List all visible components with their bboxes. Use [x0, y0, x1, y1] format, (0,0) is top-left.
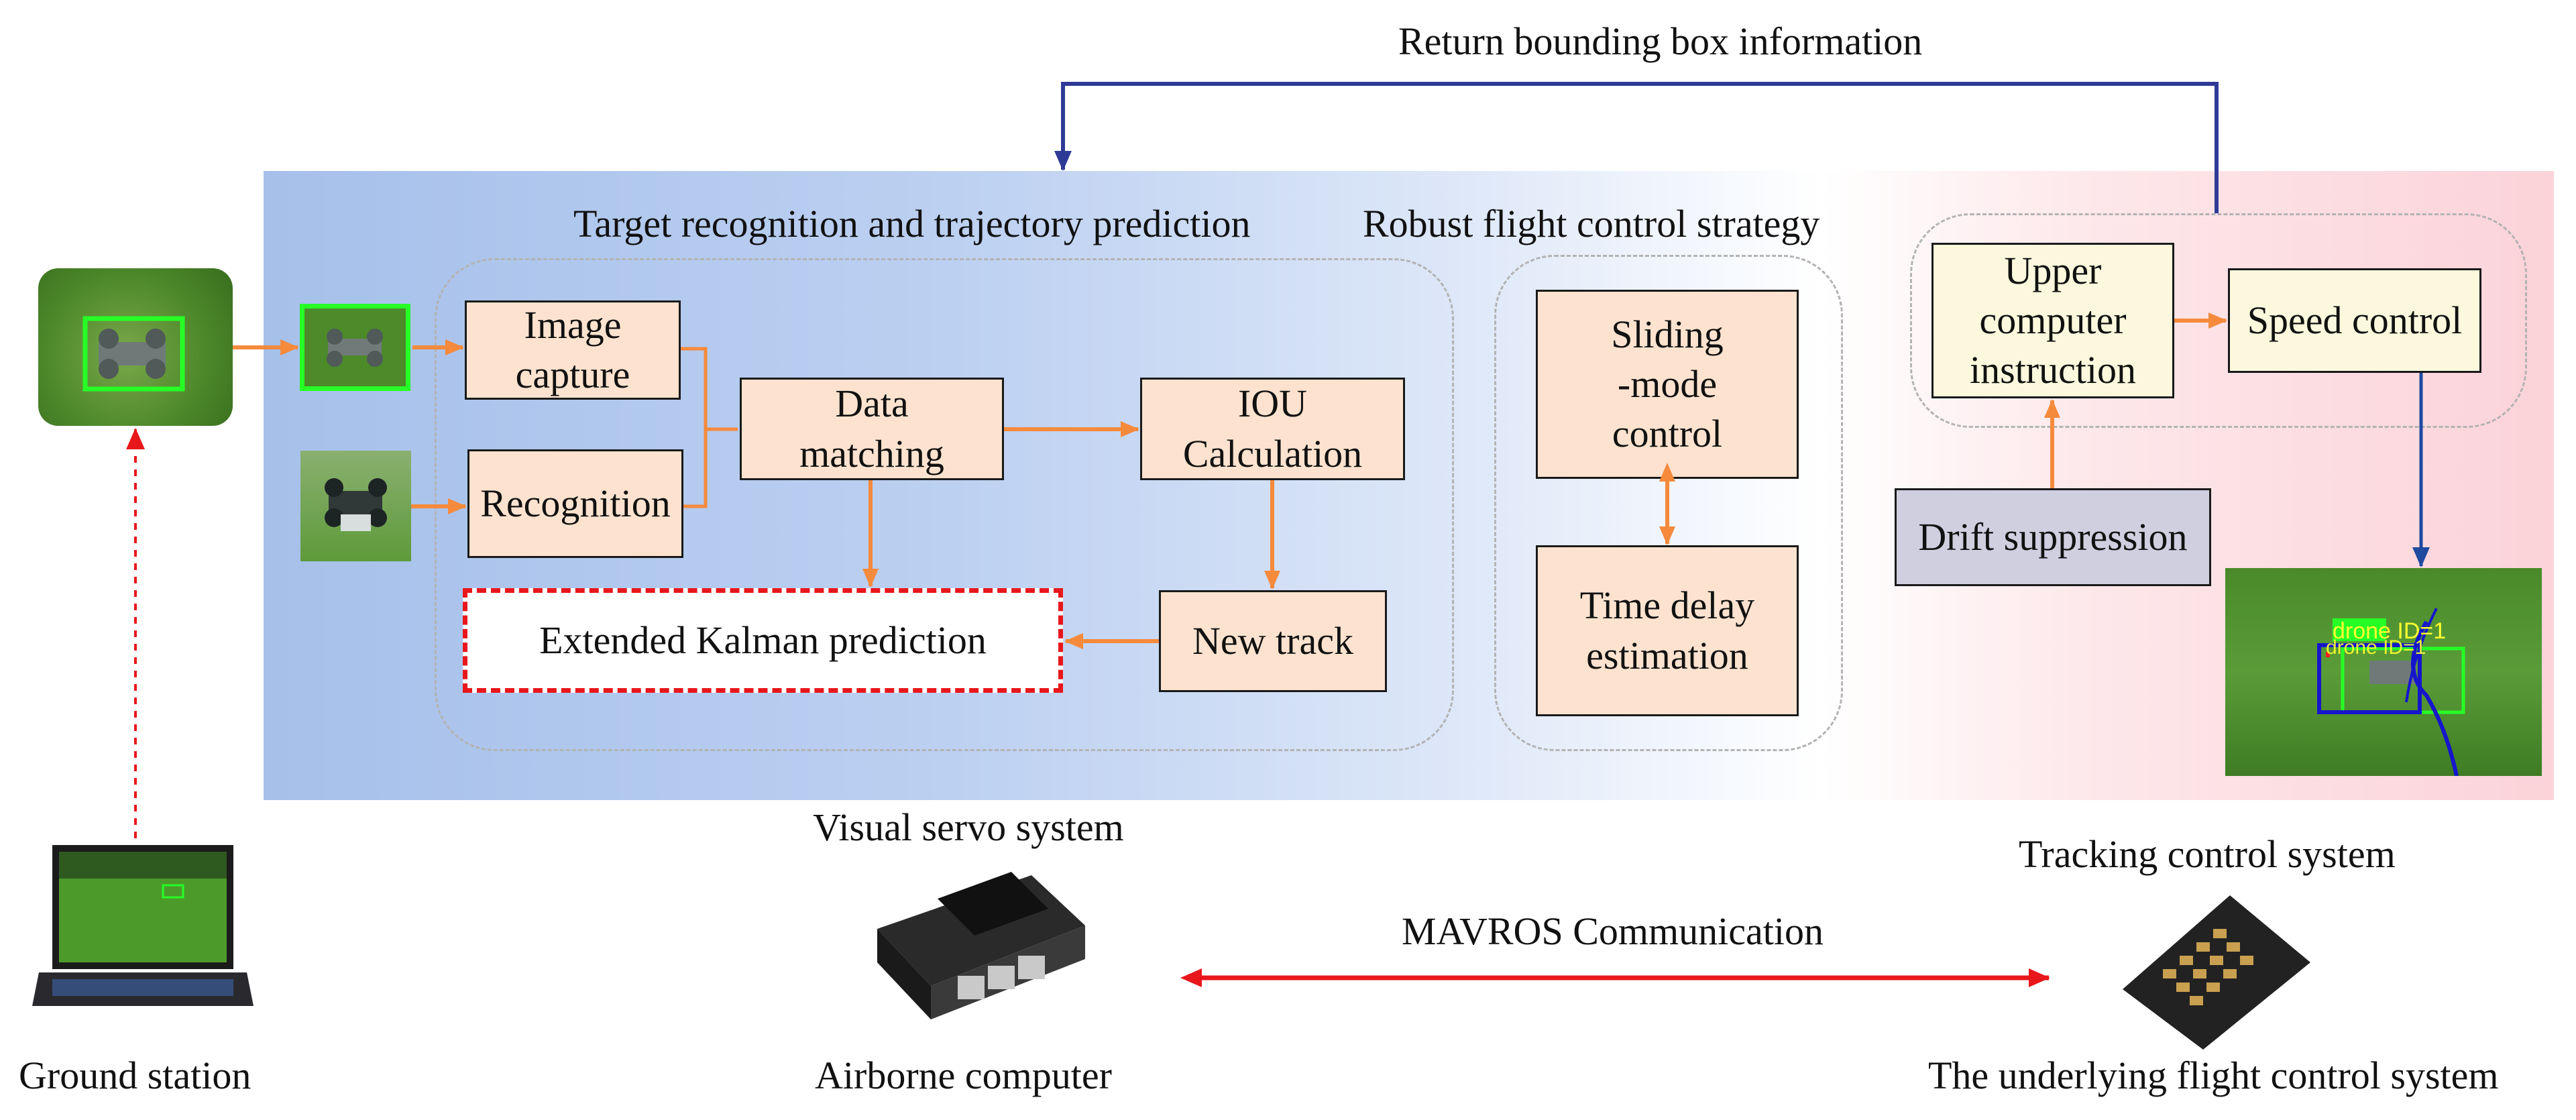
speed-control-node: Speed control: [2228, 268, 2481, 373]
tracking-control-group: [1910, 213, 2527, 428]
data-matching-node: Data matching: [740, 378, 1004, 480]
drone-detection-icon: [82, 316, 185, 392]
tracking-control-label: Tracking control system: [2019, 832, 2396, 876]
detection-label-2: drone ID=1: [2326, 636, 2426, 659]
flight-controller-icon: [2116, 889, 2317, 1053]
airborne-computer-icon: [857, 862, 1095, 1033]
drone-photo-large: [38, 268, 233, 426]
feedback-label: Return bounding box information: [1398, 19, 1923, 63]
detection-label-1: drone ID=1: [2333, 618, 2446, 644]
drone-thumbnail-recognition: [300, 451, 411, 561]
section-title-target-recognition: Target recognition and trajectory predic…: [573, 202, 1251, 245]
visual-servo-label: Visual servo system: [813, 805, 1124, 849]
upper-computer-node: Upper computer instruction: [1931, 243, 2174, 398]
mavros-label: MAVROS Communication: [1402, 909, 1824, 953]
tracking-result-photo: drone ID=1 drone ID=1: [2225, 568, 2542, 776]
recognition-node: Recognition: [467, 449, 683, 558]
ground-station-label: Ground station: [19, 1054, 251, 1097]
drift-suppression-node: Drift suppression: [1895, 488, 2211, 586]
section-title-robust-control: Robust flight control strategy: [1363, 202, 1820, 245]
image-capture-node: Image capture: [465, 300, 681, 400]
time-delay-node: Time delay estimation: [1536, 545, 1799, 716]
robust-control-group: [1494, 255, 1843, 751]
sliding-mode-node: Sliding -mode control: [1536, 290, 1799, 479]
extended-kalman-node: Extended Kalman prediction: [463, 588, 1063, 693]
laptop-icon: [32, 842, 257, 1013]
airborne-computer-label: Airborne computer: [815, 1054, 1112, 1097]
flight-control-label: The underlying flight control system: [1928, 1054, 2499, 1097]
new-track-node: New track: [1159, 590, 1387, 692]
drone-thumbnail-detected: [300, 304, 410, 391]
iou-calculation-node: IOU Calculation: [1140, 378, 1405, 480]
